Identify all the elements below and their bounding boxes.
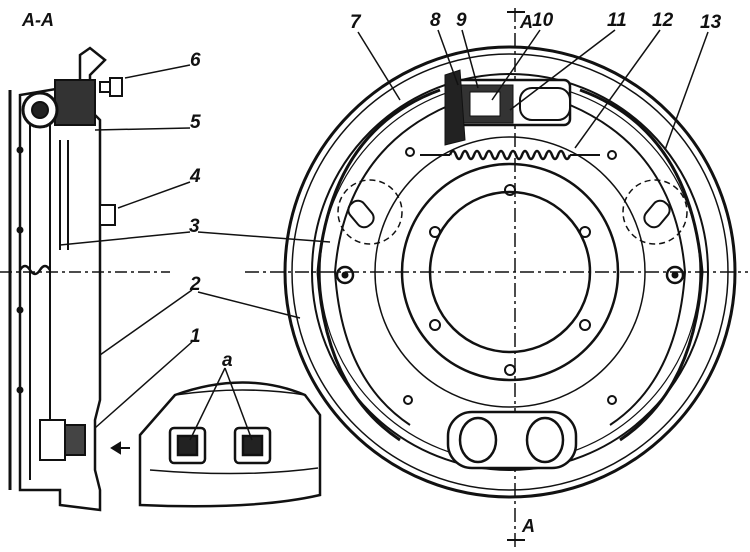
callout-12: 12: [652, 10, 674, 31]
section-title: A-A: [21, 10, 54, 30]
bolt-holes: [403, 147, 617, 405]
callout-8: 8: [430, 10, 441, 31]
callout-1: 1: [190, 326, 201, 347]
leader-lines: [59, 29, 709, 429]
detail-label: a: [222, 350, 233, 371]
front-view: [245, 8, 748, 548]
callout-4: 4: [189, 166, 201, 187]
callout-3: 3: [189, 216, 200, 237]
callout-6: 6: [190, 50, 201, 71]
callout-5: 5: [190, 112, 201, 133]
callout-11: 11: [607, 10, 627, 31]
detail-nut-right: [233, 426, 272, 465]
callout-9: 9: [456, 10, 467, 31]
callout-13: 13: [700, 12, 722, 33]
callout-7: 7: [350, 12, 362, 33]
detail-nut-left: [168, 426, 207, 465]
section-view: [0, 46, 170, 512]
detail-view: [138, 367, 322, 508]
callout-2: 2: [189, 274, 201, 295]
section-mark-top: A: [519, 12, 533, 32]
section-mark-bottom: A: [521, 516, 535, 536]
callout-10: 10: [532, 10, 554, 31]
